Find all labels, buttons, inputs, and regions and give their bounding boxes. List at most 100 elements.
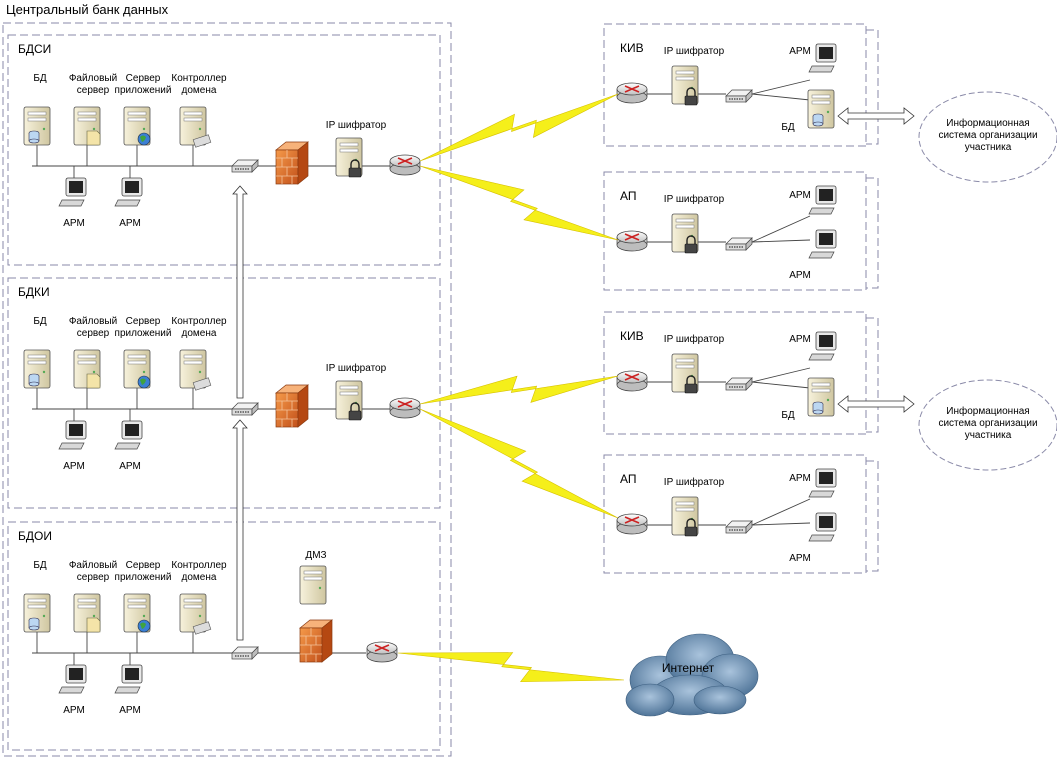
- server-icon: [180, 350, 211, 390]
- server-label: БД: [33, 73, 47, 84]
- pc-icon: [58, 664, 87, 694]
- pc-icon: [114, 177, 143, 207]
- firewall-icon: [275, 141, 309, 185]
- links: [32, 79, 811, 665]
- router-icon: [366, 641, 398, 663]
- arm-label: АРМ: [789, 473, 811, 484]
- router-icon: [616, 230, 648, 252]
- link: [751, 215, 811, 243]
- frames: [2, 22, 879, 757]
- arm-label: АРМ: [63, 705, 85, 716]
- dmz-server-icon: [299, 565, 327, 605]
- router-icon: [389, 397, 421, 419]
- internet-cloud: [625, 633, 759, 717]
- switch-icon: [725, 237, 753, 251]
- server-icon: [24, 350, 50, 388]
- encryptor-label: IP шифратор: [664, 333, 725, 345]
- router-icon: [389, 154, 421, 176]
- page-title: Центральный банк данных: [6, 2, 169, 17]
- server-icon: [24, 107, 50, 145]
- db-server-icon: [808, 378, 834, 416]
- encryptor-label: IP шифратор: [664, 193, 725, 205]
- router-icon: [616, 82, 648, 104]
- pc-icon: [58, 420, 87, 450]
- wan-link: [419, 165, 619, 241]
- server-icon: [74, 350, 100, 388]
- switch-icon: [231, 159, 259, 173]
- arm-label: АРМ: [119, 705, 141, 716]
- wan-link: [419, 408, 619, 519]
- switch-icon: [725, 89, 753, 103]
- pc-icon: [808, 43, 837, 73]
- site-title: АП: [620, 189, 637, 203]
- encryptor-label: IP шифратор: [326, 362, 387, 374]
- backbone-arrow: [232, 185, 248, 399]
- server-icon: [180, 594, 211, 634]
- pc-icon: [808, 185, 837, 215]
- db-label: БД: [781, 122, 795, 133]
- encryptor-icon: [672, 497, 698, 536]
- encryptor-icon: [672, 354, 698, 393]
- arm-label: АРМ: [789, 46, 811, 57]
- pc-icon: [58, 177, 87, 207]
- wan-link: [397, 652, 625, 683]
- arm-label: АРМ: [63, 461, 85, 472]
- link: [751, 93, 811, 101]
- link: [751, 381, 811, 389]
- dmz-label: ДМЗ: [305, 550, 326, 561]
- link: [751, 367, 811, 383]
- arm-label: АРМ: [119, 218, 141, 229]
- site-title: КИВ: [620, 41, 644, 55]
- wan-link: [419, 375, 619, 405]
- switch-icon: [725, 520, 753, 534]
- section-title: БДКИ: [18, 285, 50, 299]
- encryptor-icon: [336, 381, 362, 420]
- section-title: БДОИ: [18, 529, 52, 543]
- server-icon: [124, 594, 150, 632]
- arm-label: АРМ: [119, 461, 141, 472]
- server-icon: [74, 107, 100, 145]
- server-icon: [124, 107, 150, 145]
- encryptor-icon: [672, 66, 698, 105]
- arm-label: АРМ: [63, 218, 85, 229]
- server-label: БД: [33, 560, 47, 571]
- link: [751, 498, 811, 526]
- encryptor-label: IP шифратор: [664, 476, 725, 488]
- section-title: БДСИ: [18, 42, 51, 56]
- exchange-arrow: [837, 395, 915, 413]
- server-icon: [74, 594, 100, 632]
- arm-label: АРМ: [789, 190, 811, 201]
- firewall-icon: [275, 384, 309, 428]
- pc-icon: [808, 331, 837, 361]
- internet-label: Интернет: [662, 661, 715, 675]
- encryptor-icon: [672, 214, 698, 253]
- db-server-icon: [808, 90, 834, 128]
- encryptor-label: IP шифратор: [326, 119, 387, 131]
- pc-icon: [114, 664, 143, 694]
- server-icon: [24, 594, 50, 632]
- external-system: [918, 379, 1057, 471]
- external-system: [918, 91, 1057, 183]
- wan-link: [419, 93, 619, 162]
- db-label: БД: [781, 410, 795, 421]
- switch-icon: [725, 377, 753, 391]
- site-title: АП: [620, 472, 637, 486]
- arm-label: АРМ: [789, 334, 811, 345]
- pc-icon: [808, 229, 837, 259]
- firewall-icon: [299, 619, 333, 663]
- pc-icon: [114, 420, 143, 450]
- arm-label: АРМ: [789, 553, 811, 564]
- pc-icon: [808, 512, 837, 542]
